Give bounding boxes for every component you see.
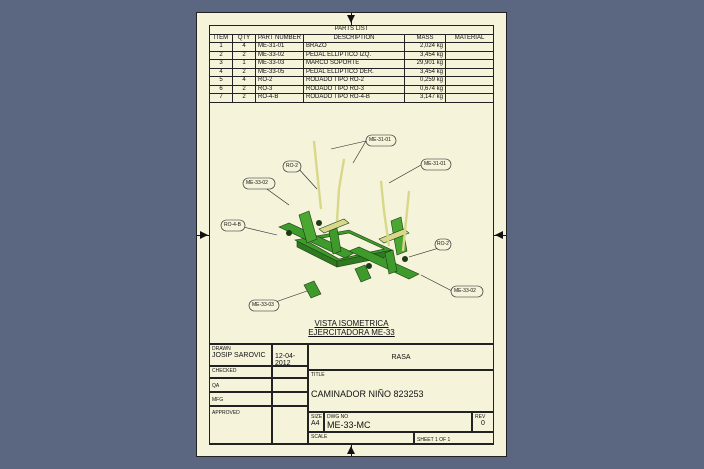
parts-cell-mass: 2,024 kg: [404, 42, 447, 52]
balloon-ro-2-left: RO-2: [286, 163, 298, 169]
parts-cell-qty: 2: [232, 93, 256, 103]
parts-cell-part: ME-33-02: [254, 50, 305, 60]
checked-label: CHECKED: [209, 366, 272, 378]
size-label: SIZE: [311, 414, 323, 420]
balloon-me-31-01-right: ME-31-01: [424, 161, 446, 167]
parts-cell-desc: RODADO TIPO RO-2: [303, 76, 406, 86]
col-material: MATERIAL: [445, 33, 494, 43]
rev-label: REV: [475, 414, 486, 420]
parts-cell-mass: 0,674 kg: [404, 84, 447, 94]
parts-cell-item: 2: [209, 50, 233, 60]
parts-cell-item: 1: [209, 42, 233, 52]
dwg-no-label: DWG NO: [327, 414, 349, 420]
parts-cell-material: [445, 93, 494, 103]
title-block: DRAWN JOSIP SAROVIC 12-04-2012 CHECKED Q…: [209, 343, 494, 445]
parts-cell-mass: 3,147 kg: [404, 93, 447, 103]
sheet-size: A4: [311, 420, 320, 427]
parts-list-table: PARTS LIST ITEM QTY PART NUMBER DESCRIPT…: [209, 25, 494, 103]
balloon-me-33-03: ME-33-03: [252, 302, 274, 308]
parts-cell-qty: 4: [232, 76, 256, 86]
parts-cell-desc: RODADO TIPO RO-4-B: [303, 93, 406, 103]
drawn-date: 12-04-2012: [272, 344, 308, 367]
col-mass: MASS: [404, 33, 447, 43]
col-description: DESCRIPTION: [303, 33, 406, 43]
scale-label: SCALE: [308, 432, 414, 445]
isometric-view: ME-31-01 ME-31-01 RO-2 RO-2 ME-33-02 ME-…: [209, 111, 494, 343]
parts-cell-item: 4: [209, 67, 233, 77]
parts-cell-desc: BRAZO: [303, 42, 406, 52]
balloon-me-31-01-top: ME-31-01: [369, 137, 391, 143]
parts-cell-qty: 2: [232, 84, 256, 94]
parts-cell-material: [445, 42, 494, 52]
left-tick: [197, 235, 209, 236]
parts-cell-part: RO-4-B: [254, 93, 305, 103]
parts-cell-mass: 3,454 kg: [404, 50, 447, 60]
parts-cell-desc: RODADO TIPO RO-3: [303, 84, 406, 94]
col-item: ITEM: [209, 33, 233, 43]
mfg-label: MFG: [209, 392, 272, 406]
parts-cell-item: 5: [209, 76, 233, 86]
company-name: RASA: [308, 344, 494, 370]
col-part-number: PART NUMBER: [254, 33, 305, 43]
balloon-me-33-02-left: ME-33-02: [246, 180, 268, 186]
parts-cell-mass: 0,259 kg: [404, 76, 447, 86]
view-caption-line1: VISTA ISOMETRICA: [314, 319, 389, 328]
parts-cell-material: [445, 67, 494, 77]
qa-label: QA: [209, 378, 272, 392]
top-tick: [351, 13, 352, 25]
parts-cell-material: [445, 50, 494, 60]
approved-label: APPROVED: [209, 406, 272, 445]
parts-cell-part: RO-3: [254, 84, 305, 94]
balloon-me-33-02-right: ME-33-02: [454, 288, 476, 294]
drawing-number: ME-33-MC: [327, 420, 371, 430]
parts-cell-mass: 3,454 kg: [404, 67, 447, 77]
parts-cell-material: [445, 84, 494, 94]
view-caption-line2: EJERCITADORA ME-33: [308, 328, 395, 337]
drawing-title: CAMINADOR NIÑO 823253: [311, 389, 424, 399]
parts-cell-qty: 1: [232, 59, 256, 69]
parts-cell-part: RO-2: [254, 76, 305, 86]
parts-cell-mass: 29,901 kg: [404, 59, 447, 69]
parts-cell-material: [445, 76, 494, 86]
drawn-by: JOSIP SAROVIC: [212, 352, 266, 359]
revision: 0: [481, 420, 485, 427]
drawing-sheet: PARTS LIST ITEM QTY PART NUMBER DESCRIPT…: [196, 12, 507, 457]
isometric-drawing: [220, 134, 484, 312]
balloon-ro-2-right: RO-2: [437, 241, 449, 247]
parts-cell-part: ME-33-05: [254, 67, 305, 77]
parts-cell-desc: PEDAL ELLIPTICO DER.: [303, 67, 406, 77]
parts-cell-qty: 2: [232, 67, 256, 77]
parts-cell-item: 3: [209, 59, 233, 69]
right-tick: [494, 235, 506, 236]
col-qty: QTY: [232, 33, 256, 43]
parts-cell-part: ME-31-01: [254, 42, 305, 52]
parts-cell-qty: 4: [232, 42, 256, 52]
parts-cell-desc: PEDAL ELLIPTICO IZQ.: [303, 50, 406, 60]
sheet-count: SHEET 1 OF 1: [414, 432, 494, 445]
title-label: TITLE: [311, 372, 325, 378]
bottom-tick: [351, 444, 352, 456]
parts-cell-part: ME-33-03: [254, 59, 305, 69]
parts-list-title: PARTS LIST: [209, 25, 494, 35]
balloon-ro-4-b: RO-4-B: [224, 222, 241, 228]
parts-cell-qty: 2: [232, 50, 256, 60]
drawn-label: DRAWN: [212, 346, 231, 352]
parts-cell-desc: MARCO SOPORTE: [303, 59, 406, 69]
parts-cell-item: 7: [209, 93, 233, 103]
parts-cell-item: 6: [209, 84, 233, 94]
parts-cell-material: [445, 59, 494, 69]
